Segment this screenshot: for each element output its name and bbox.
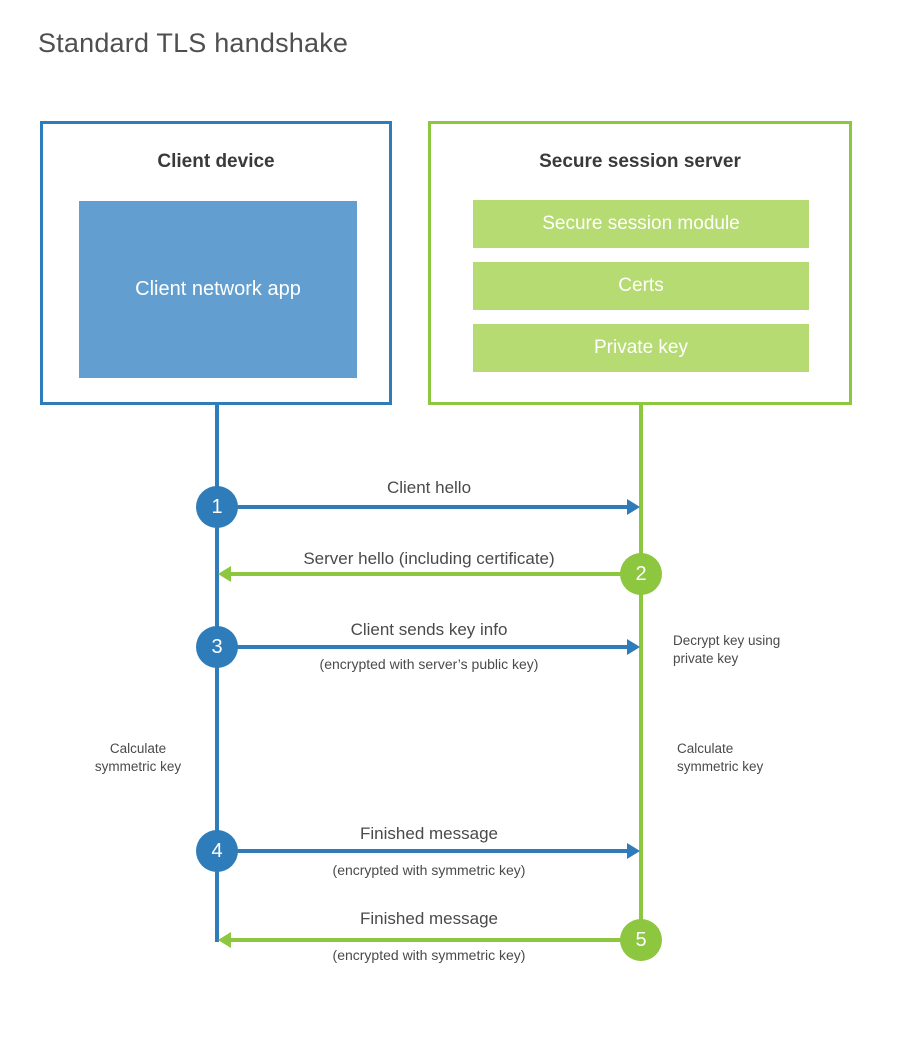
- client-calc-note-line-1: Calculate: [109, 741, 167, 756]
- client-network-app-block: Client network app: [79, 201, 357, 378]
- server-calc-note-line-1: Calculate: [677, 741, 734, 756]
- server-component-certs: Certs: [473, 262, 809, 310]
- client-calculate-symmetric-key-note: Calculate symmetric key: [72, 740, 204, 776]
- server-component-private-key: Private key: [473, 324, 809, 372]
- server-calculate-symmetric-key-note: Calculate symmetric key: [677, 740, 837, 776]
- step-3-arrow-line: [217, 645, 627, 649]
- step-5-label: Finished message: [360, 909, 498, 928]
- step-3-marker: 3: [196, 626, 238, 668]
- client-lifeline: [215, 405, 219, 942]
- step-2-arrow-line: [231, 572, 627, 576]
- step-3-label: Client sends key info: [350, 620, 508, 639]
- step-4-sublabel: (encrypted with symmetric key): [332, 862, 526, 878]
- server-decrypt-note: Decrypt key using private key: [673, 632, 853, 668]
- step-4-arrowhead-icon: [627, 843, 640, 859]
- page-title: Standard TLS handshake: [38, 28, 349, 58]
- step-1-arrow-line: [217, 505, 627, 509]
- server-decrypt-note-line-2: private key: [673, 651, 739, 667]
- server-lifeline: [639, 405, 643, 942]
- step-5-marker: 5: [620, 919, 662, 961]
- step-5-sublabel: (encrypted with symmetric key): [332, 947, 526, 963]
- server-component-secure-session-module: Secure session module: [473, 200, 809, 248]
- server-calc-note-line-2: symmetric key: [677, 759, 764, 775]
- step-4-marker: 4: [196, 830, 238, 872]
- step-3-arrowhead-icon: [627, 639, 640, 655]
- step-1-arrowhead-icon: [627, 499, 640, 515]
- client-device-title: Client device: [157, 151, 275, 172]
- step-2-label: Server hello (including certificate): [303, 549, 555, 568]
- client-calc-note-line-2: symmetric key: [94, 759, 182, 775]
- step-3-sublabel: (encrypted with server’s public key): [319, 656, 539, 672]
- client-device-box: Client device Client network app: [40, 121, 392, 405]
- step-4-arrow-line: [217, 849, 627, 853]
- step-5-arrowhead-icon: [218, 932, 231, 948]
- step-1-label: Client hello: [386, 478, 472, 497]
- step-2-marker: 2: [620, 553, 662, 595]
- secure-session-server-box: Secure session server Secure session mod…: [428, 121, 852, 405]
- step-2-arrowhead-icon: [218, 566, 231, 582]
- server-component-list: Secure session module Certs Private key: [473, 200, 809, 372]
- server-decrypt-note-line-1: Decrypt key using: [673, 633, 781, 648]
- step-5-arrow-line: [231, 938, 627, 942]
- step-1-marker: 1: [196, 486, 238, 528]
- step-4-label: Finished message: [360, 824, 498, 843]
- secure-session-server-title: Secure session server: [539, 151, 741, 172]
